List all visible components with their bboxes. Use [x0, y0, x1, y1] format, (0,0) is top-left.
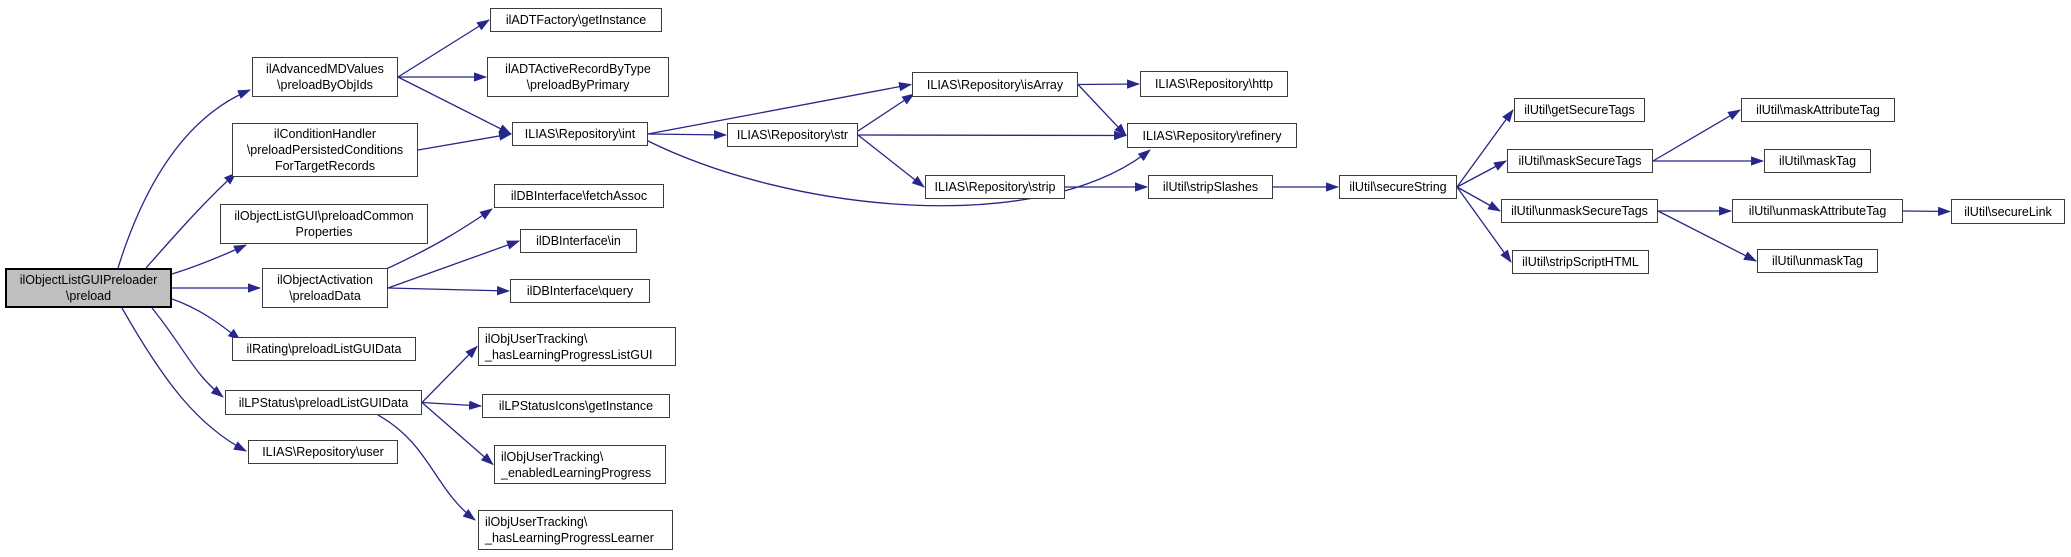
- graph-node-isArray[interactable]: ILIAS\Repository\isArray: [912, 72, 1078, 97]
- graph-node-adtActiveRecord[interactable]: ilADTActiveRecordByType \preloadByPrimar…: [487, 57, 669, 97]
- edge-preload-lpStatus: [151, 307, 224, 398]
- edge-preload-listGUIcommon: [171, 244, 247, 275]
- graph-node-dbQuery[interactable]: ilDBInterface\query: [510, 279, 650, 303]
- edge-str-isArray: [857, 93, 915, 132]
- edge-preload-condHandler: [145, 172, 237, 269]
- graph-node-maskSecureTags[interactable]: ilUtil\maskSecureTags: [1507, 149, 1653, 173]
- graph-node-http[interactable]: ILIAS\Repository\http: [1140, 71, 1288, 97]
- graph-node-rating[interactable]: ilRating\preloadListGUIData: [232, 337, 416, 361]
- edge-lpStatus-enabledLP: [421, 402, 494, 466]
- graph-node-unmaskAttributeTag[interactable]: ilUtil\unmaskAttributeTag: [1732, 199, 1903, 223]
- graph-node-str[interactable]: ILIAS\Repository\str: [727, 123, 858, 147]
- graph-node-lpStatusIcons[interactable]: ilLPStatusIcons\getInstance: [482, 394, 670, 418]
- graph-node-lpStatus[interactable]: ilLPStatus\preloadListGUIData: [225, 390, 422, 415]
- graph-node-dbIn[interactable]: ilDBInterface\in: [520, 229, 637, 253]
- edge-objActivation-dbIn: [387, 240, 520, 289]
- graph-node-condHandler[interactable]: ilConditionHandler \preloadPersistedCond…: [232, 123, 418, 177]
- graph-node-repoUser[interactable]: ILIAS\Repository\user: [248, 440, 398, 464]
- graph-node-unmaskSecureTags[interactable]: ilUtil\unmaskSecureTags: [1501, 199, 1658, 223]
- graph-node-fetchAssoc[interactable]: ilDBInterface\fetchAssoc: [494, 184, 664, 208]
- graph-node-stripSlashes[interactable]: ilUtil\stripSlashes: [1148, 175, 1273, 199]
- edge-lpStatus-lpStatusIcons: [421, 400, 483, 410]
- edge-secureString-maskSecureTags: [1456, 160, 1507, 188]
- graph-node-stripScriptHTML[interactable]: ilUtil\stripScriptHTML: [1512, 250, 1649, 274]
- edge-int-refinery: [645, 139, 1151, 207]
- edge-secureString-stripScriptHTML: [1456, 186, 1512, 263]
- graph-node-adtFactory[interactable]: ilADTFactory\getInstance: [490, 8, 662, 32]
- edge-isArray-refinery: [1077, 84, 1127, 137]
- graph-node-enabledLP[interactable]: ilObjUserTracking\ _enabledLearningProgr…: [494, 445, 666, 484]
- graph-node-objActivation[interactable]: ilObjectActivation \preloadData: [262, 268, 388, 308]
- edge-objActivation-dbQuery: [387, 286, 511, 296]
- graph-node-getSecureTags[interactable]: ilUtil\getSecureTags: [1514, 98, 1645, 122]
- edge-advMD-int: [397, 76, 512, 135]
- edge-preload-rating: [171, 298, 241, 341]
- edge-unmaskAttributeTag-secureLink: [1902, 206, 1952, 217]
- edge-lpStatus-hasLPLearner: [377, 414, 476, 521]
- graph-node-strip[interactable]: ILIAS\Repository\strip: [925, 175, 1065, 199]
- edge-int-str: [647, 130, 728, 140]
- edge-advMD-adtFactory: [397, 19, 490, 78]
- graph-node-unmaskTag[interactable]: ilUtil\unmaskTag: [1757, 249, 1878, 273]
- edge-preload-advMD: [117, 89, 251, 269]
- edge-unmaskSecureTags-unmaskTag: [1657, 210, 1757, 262]
- graph-node-preload[interactable]: ilObjectListGUIPreloader \preload: [5, 268, 172, 308]
- edge-maskSecureTags-maskAttributeTag: [1652, 109, 1741, 162]
- graph-node-refinery[interactable]: ILIAS\Repository\refinery: [1127, 123, 1297, 148]
- edge-str-strip: [857, 134, 925, 188]
- graph-node-maskAttributeTag[interactable]: ilUtil\maskAttributeTag: [1741, 98, 1895, 122]
- graph-node-listGUIcommon[interactable]: ilObjectListGUI\preloadCommon Properties: [220, 204, 428, 244]
- graph-node-hasLPListGUI[interactable]: ilObjUserTracking\ _hasLearningProgressL…: [478, 327, 676, 366]
- edge-secureString-getSecureTags: [1456, 109, 1514, 188]
- graph-node-secureString[interactable]: ilUtil\secureString: [1339, 175, 1457, 199]
- edge-lpStatus-hasLPListGUI: [421, 345, 478, 403]
- graph-node-hasLPLearner[interactable]: ilObjUserTracking\ _hasLearningProgressL…: [478, 510, 673, 550]
- edge-str-refinery: [857, 130, 1128, 141]
- graph-node-maskTag[interactable]: ilUtil\maskTag: [1764, 149, 1871, 173]
- graph-node-advMD[interactable]: ilAdvancedMDValues \preloadByObjIds: [252, 57, 398, 97]
- edge-condHandler-int: [417, 131, 513, 151]
- edge-int-isArray: [647, 82, 913, 135]
- graph-node-secureLink[interactable]: ilUtil\secureLink: [1951, 199, 2065, 224]
- edge-objActivation-fetchAssoc: [383, 208, 493, 271]
- edge-preload-repoUser: [121, 307, 247, 452]
- edge-secureString-unmaskSecureTags: [1456, 186, 1501, 212]
- graph-node-int[interactable]: ILIAS\Repository\int: [512, 122, 648, 146]
- edge-isArray-http: [1077, 79, 1141, 89]
